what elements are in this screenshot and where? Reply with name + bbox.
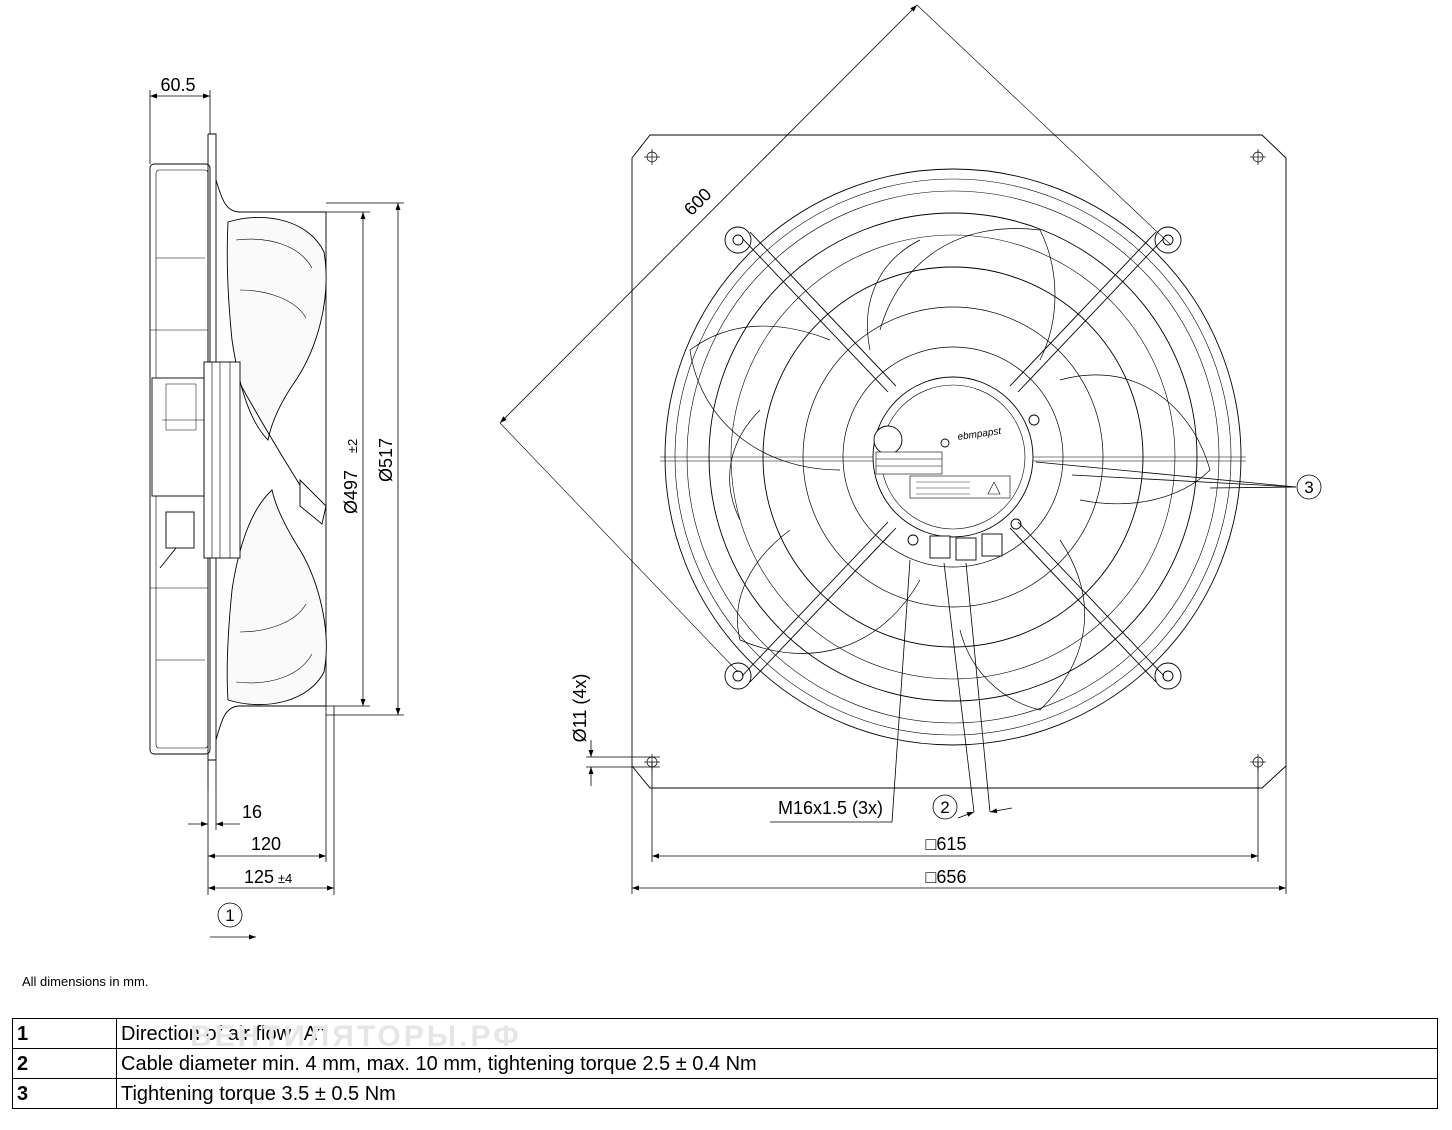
callout-2: 2 <box>940 798 949 817</box>
legend-text: Tightening torque 3.5 ± 0.5 Nm <box>116 1078 1438 1109</box>
side-cable-gland <box>165 511 195 549</box>
dim-16: 16 <box>242 802 262 822</box>
dim-60-5: 60.5 <box>160 75 195 95</box>
cable-glands <box>929 533 1003 561</box>
legend-num: 2 <box>12 1048 117 1079</box>
technical-drawing: 60.5 Ø497 ±2 Ø517 16 120 125 ±4 1 <box>149 4 1322 940</box>
side-dimensions <box>149 90 404 940</box>
legend-row: 3 Tightening torque 3.5 ± 0.5 Nm <box>12 1078 1438 1109</box>
front-dimensions <box>499 4 1322 894</box>
dim-cable-gland: M16x1.5 (3x) <box>778 798 883 818</box>
side-view <box>149 133 327 790</box>
dim-inner-diameter: Ø497 <box>341 470 361 514</box>
legend-text: Cable diameter min. 4 mm, max. 10 mm, ti… <box>116 1048 1438 1079</box>
dim-125: 125 <box>244 867 274 887</box>
side-nozzle <box>215 179 327 741</box>
units-note: All dimensions in mm. <box>22 974 149 989</box>
legend-table: 1 Direction of air flow "A" 2 Cable diam… <box>12 1018 1438 1109</box>
dim-120: 120 <box>251 834 281 854</box>
warning-label <box>909 475 1011 499</box>
side-blade-lower <box>226 489 327 706</box>
dim-hole: Ø11 (4x) <box>570 674 590 743</box>
side-motor <box>203 361 241 559</box>
dim-square-656: □656 <box>926 867 967 887</box>
dim-inner-diameter-group: Ø497 ±2 <box>341 439 361 514</box>
callout-1: 1 <box>225 906 234 925</box>
legend-row: 2 Cable diameter min. 4 mm, max. 10 mm, … <box>12 1048 1438 1079</box>
legend-num: 1 <box>12 1018 117 1049</box>
legend-row: 1 Direction of air flow "A" <box>12 1018 1438 1049</box>
dim-inner-diameter-tol: ±2 <box>345 439 360 453</box>
legend-text: Direction of air flow "A" <box>116 1018 1438 1049</box>
dim-125-tol: ±4 <box>278 871 292 886</box>
side-blade-upper <box>226 216 327 441</box>
legend-num: 3 <box>12 1078 117 1109</box>
callout-3: 3 <box>1304 478 1313 497</box>
dim-outer-diameter: Ø517 <box>376 438 396 482</box>
dim-600: 600 <box>680 184 715 219</box>
motor-heatsink <box>875 451 943 475</box>
dim-square-615: □615 <box>926 834 967 854</box>
